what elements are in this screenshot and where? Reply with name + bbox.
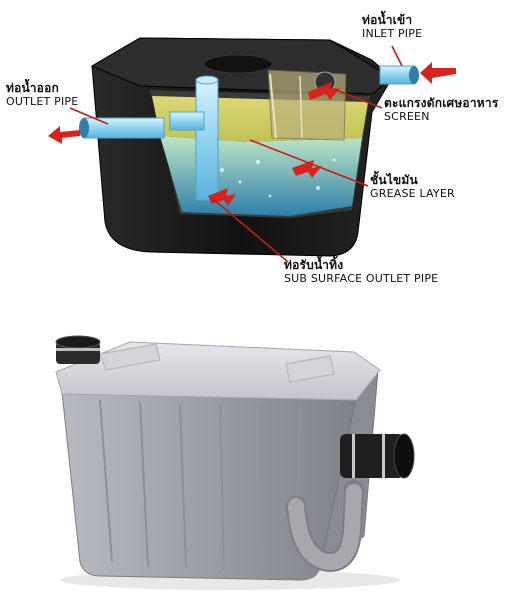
photo-inlet-coupling bbox=[340, 433, 415, 479]
label-sub-outlet: ท่อรับน้ำทิ้ง SUB SURFACE OUTLET PIPE bbox=[284, 258, 439, 285]
label-screen-english: SCREEN bbox=[384, 109, 430, 123]
photo-tank-lid bbox=[55, 341, 381, 401]
label-outlet: ท่อน้ำออก OUTLET PIPE bbox=[6, 81, 79, 108]
label-grease: ชั้นไขมัน GREASE LAYER bbox=[370, 173, 455, 200]
label-outlet-thai: ท่อน้ำออก bbox=[6, 81, 59, 95]
label-screen-thai: ตะแกรงดักเศษอาหาร bbox=[384, 96, 499, 110]
label-grease-english: GREASE LAYER bbox=[370, 186, 455, 200]
label-screen: ตะแกรงดักเศษอาหาร SCREEN bbox=[384, 96, 499, 123]
photo-tank-body bbox=[61, 368, 379, 581]
label-sub-outlet-english: SUB SURFACE OUTLET PIPE bbox=[284, 271, 439, 285]
inlet-pipe bbox=[379, 65, 419, 85]
product-photo bbox=[55, 335, 415, 590]
label-inlet-thai: ท่อน้ำเข้า bbox=[362, 13, 413, 27]
label-outlet-english: OUTLET PIPE bbox=[6, 94, 79, 108]
screen-basket bbox=[267, 69, 347, 141]
label-inlet: ท่อน้ำเข้า INLET PIPE bbox=[362, 13, 423, 40]
leader-lines bbox=[69, 45, 403, 263]
label-inlet-english: INLET PIPE bbox=[362, 26, 423, 40]
outlet-pipe-assembly bbox=[79, 75, 219, 201]
cutaway-diagram bbox=[48, 37, 456, 263]
photo-outlet-coupling bbox=[55, 335, 101, 364]
label-sub-outlet-thai: ท่อรับน้ำทิ้ง bbox=[284, 258, 344, 272]
water-volume bbox=[160, 136, 362, 216]
label-grease-thai: ชั้นไขมัน bbox=[370, 173, 418, 187]
